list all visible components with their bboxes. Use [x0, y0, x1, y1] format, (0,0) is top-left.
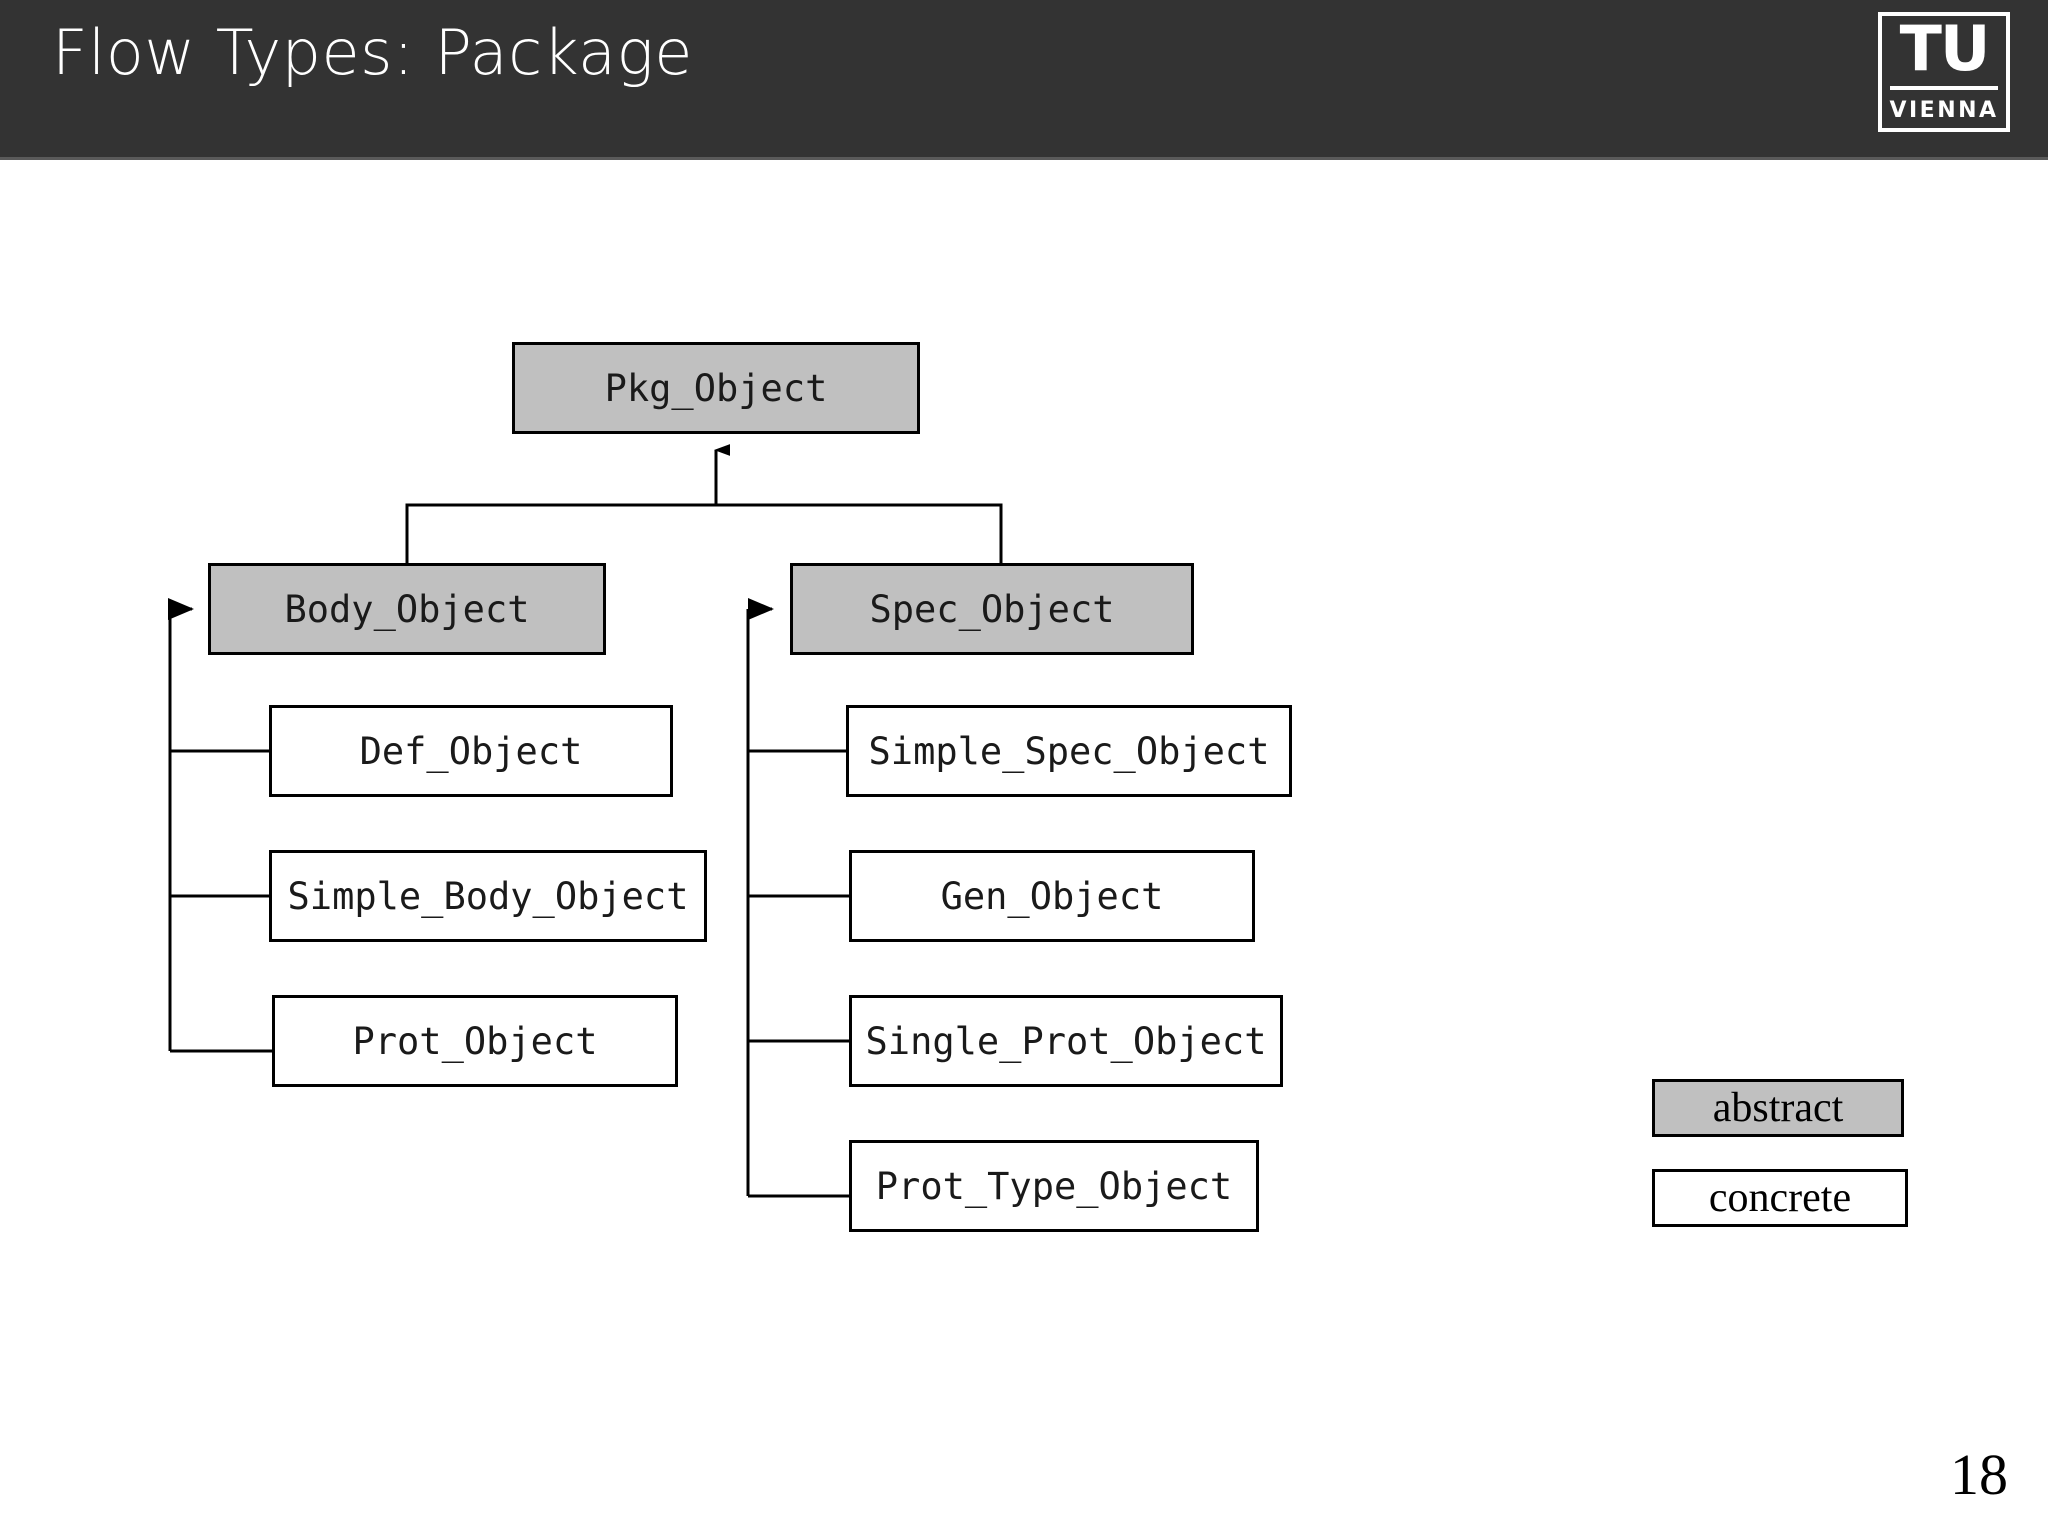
node-body_object: Body_Object	[208, 563, 606, 655]
legend-concrete: concrete	[1652, 1169, 1908, 1227]
page-number: 18	[1950, 1442, 2008, 1507]
diagram-connectors	[168, 160, 1003, 1198]
tu-vienna-logo: TU VIENNA	[1878, 12, 2010, 132]
node-def_object: Def_Object	[269, 705, 673, 797]
page-title: Flow Types: Package	[52, 16, 693, 89]
node-pkg_object: Pkg_Object	[512, 342, 920, 434]
node-simple_body_object: Simple_Body_Object	[269, 850, 707, 942]
node-simple_spec_object: Simple_Spec_Object	[846, 705, 1292, 797]
node-spec_object: Spec_Object	[790, 563, 1194, 655]
tu-logo-subtitle: VIENNA	[1889, 98, 1999, 123]
node-prot_object: Prot_Object	[272, 995, 678, 1087]
node-gen_object: Gen_Object	[849, 850, 1255, 942]
tu-logo-letters: TU	[1899, 12, 1991, 85]
legend-abstract: abstract	[1652, 1079, 1904, 1137]
slide-header-bar: Flow Types: Package TU VIENNA	[0, 0, 2048, 160]
node-prot_type_object: Prot_Type_Object	[849, 1140, 1259, 1232]
node-single_prot_object: Single_Prot_Object	[849, 995, 1283, 1087]
logo-divider	[1890, 86, 1998, 91]
